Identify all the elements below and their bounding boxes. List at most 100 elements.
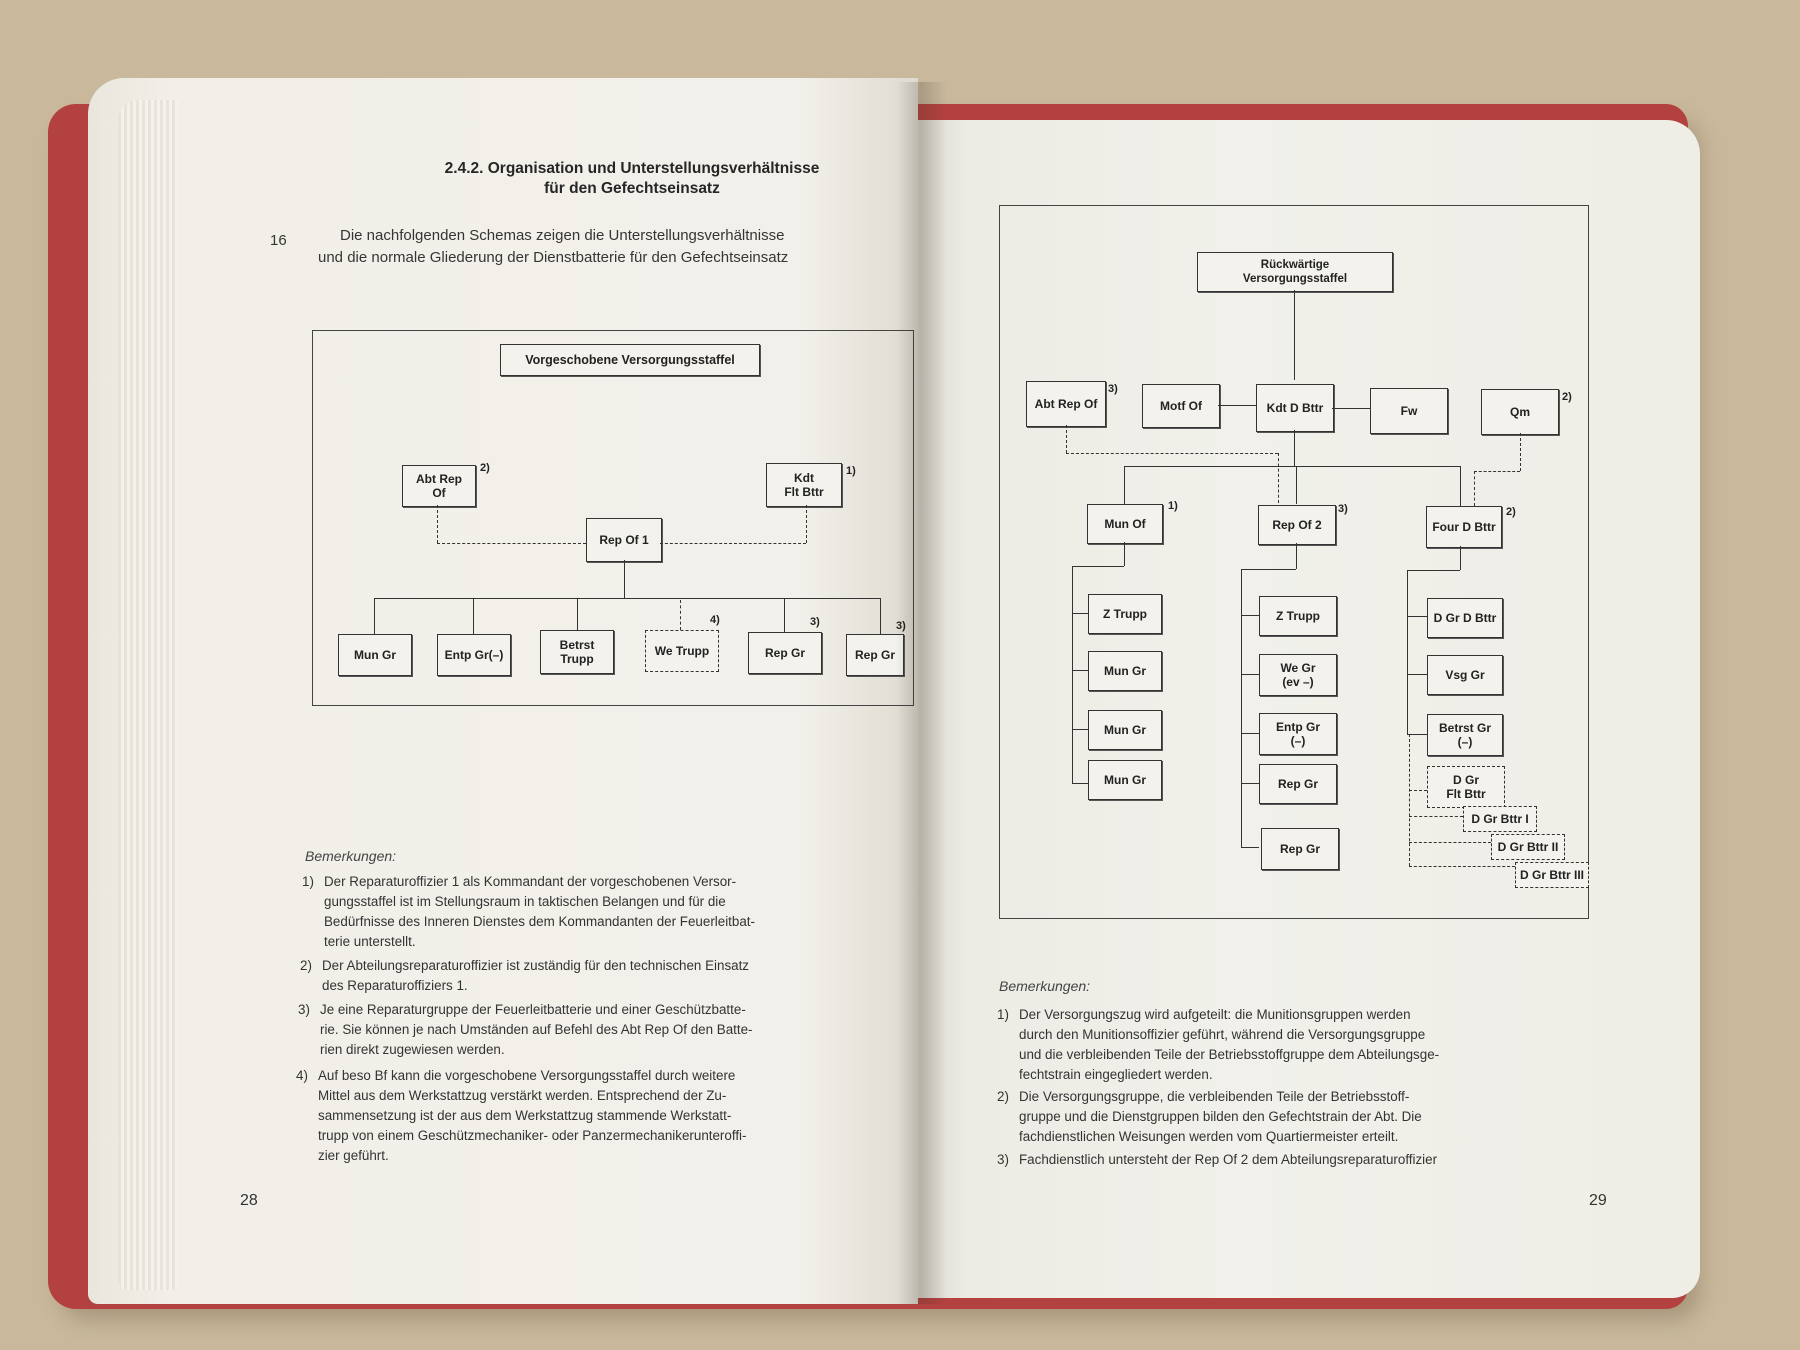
dashed-line: [1409, 790, 1427, 791]
box-label: D Gr: [1452, 773, 1479, 787]
box-label: Flt Bttr: [1446, 787, 1486, 801]
connector-line: [1124, 466, 1125, 504]
connector-line: [374, 598, 880, 599]
box-d-gr-d-bttr: D Gr D Bttr: [1427, 598, 1503, 638]
connector-line: [1407, 570, 1408, 734]
connector-line: [1072, 670, 1088, 671]
box-z-trupp: Z Trupp: [1259, 596, 1337, 636]
remarks-heading: Bemerkungen:: [305, 848, 397, 864]
box-rep-gr: Rep Gr: [1261, 828, 1339, 870]
box-betrst-gr: Betrst Gr (–): [1427, 714, 1503, 756]
box-label: Entp Gr: [1276, 720, 1320, 734]
box-rep-gr: Rep Gr: [748, 632, 822, 674]
connector-line: [1241, 615, 1259, 616]
page-number-right: 29: [1589, 1192, 1607, 1209]
note-line: gungsstaffel ist im Stellungsraum in tak…: [324, 894, 726, 909]
note-line: rien direkt zugewiesen werden.: [320, 1042, 505, 1057]
note-line: und die verbleibenden Teile der Betriebs…: [1019, 1047, 1440, 1062]
box-label: Abt Rep: [416, 472, 462, 486]
box-d-gr-flt-bttr: D Gr Flt Bttr: [1427, 766, 1505, 808]
box-qm: Qm: [1481, 389, 1559, 435]
dashed-line: [1474, 471, 1475, 506]
paragraph-number: 16: [270, 232, 287, 249]
box-label: Betrst Gr: [1438, 721, 1491, 735]
connector-line: [1072, 613, 1088, 614]
note-number: 2): [997, 1089, 1009, 1104]
box-z-trupp: Z Trupp: [1088, 594, 1162, 634]
box-vsg-gr: Vsg Gr: [1427, 655, 1503, 695]
note-line: rie. Sie können je nach Umständen auf Be…: [320, 1022, 753, 1037]
box-label: Betrst: [559, 638, 595, 652]
connector-line: [1124, 466, 1460, 467]
dashed-line: [1409, 842, 1491, 843]
box-d-gr-bttr-ii: D Gr Bttr II: [1491, 834, 1565, 860]
connector-line: [1241, 569, 1242, 847]
page-number-left: 28: [240, 1192, 258, 1209]
note-line: Mittel aus dem Werkstattzug verstärkt we…: [318, 1088, 727, 1103]
note-line: Auf beso Bf kann die vorgeschobene Verso…: [318, 1068, 736, 1083]
note-line: terie unterstellt.: [324, 934, 416, 949]
dashed-line: [1066, 453, 1278, 454]
section-title: 2.4.2. Organisation und Unterstellungsve…: [444, 160, 820, 177]
box-label: Of: [432, 486, 446, 500]
book-gutter: [896, 82, 946, 1304]
connector-line: [1218, 405, 1256, 406]
connector-line: [1241, 569, 1296, 570]
footnote-marker: 3): [896, 620, 906, 632]
box-vorgeschobene-versorgungsstaffel: Vorgeschobene Versorgungsstaffel: [500, 344, 760, 376]
footnote-marker: 3): [1108, 383, 1118, 395]
box-d-gr-bttr-i: D Gr Bttr I: [1463, 806, 1537, 832]
box-mun-of: Mun Of: [1087, 504, 1163, 544]
box-betrst-trupp: Betrst Trupp: [540, 630, 614, 674]
right-page: [918, 120, 1700, 1298]
box-label: Versorgungsstaffel: [1242, 273, 1348, 285]
connector-line: [1241, 783, 1259, 784]
note-number: 4): [296, 1068, 308, 1083]
box-label: (–): [1457, 735, 1473, 749]
footnote-marker: 2): [1562, 391, 1572, 403]
footnote-marker: 3): [810, 616, 820, 628]
connector-line: [784, 598, 785, 632]
note-line: des Reparaturoffiziers 1.: [322, 978, 468, 993]
connector-line: [1072, 783, 1088, 784]
dashed-line: [1409, 816, 1463, 817]
box-abt-rep-of: Abt Rep Of: [402, 465, 476, 507]
box-rueckwaertige-versorgungsstaffel: Rückwärtige Versorgungsstaffel: [1197, 252, 1393, 292]
note-line: Fachdienstlich untersteht der Rep Of 2 d…: [1019, 1152, 1438, 1167]
connector-line: [1241, 733, 1259, 734]
box-rep-gr: Rep Gr: [1259, 764, 1337, 804]
connector-line: [577, 598, 578, 630]
note-line: trupp von einem Geschützmechaniker- oder…: [318, 1128, 747, 1143]
note-line: Der Versorgungszug wird aufgeteilt: die …: [1019, 1007, 1411, 1022]
box-four-d-bttr: Four D Bttr: [1426, 506, 1502, 548]
intro-line-2: und die normale Gliederung der Dienstbat…: [318, 249, 789, 266]
dashed-line: [1278, 453, 1279, 503]
box-we-gr: We Gr (ev –): [1259, 654, 1337, 696]
box-kdt-flt-bttr: Kdt Flt Bttr: [766, 463, 842, 507]
note-number: 2): [300, 958, 312, 973]
box-mun-gr: Mun Gr: [1088, 651, 1162, 691]
box-label: Flt Bttr: [784, 485, 824, 499]
dashed-line: [1409, 734, 1410, 866]
connector-line: [880, 598, 881, 634]
connector-line: [1296, 466, 1297, 504]
box-entp-gr: Entp Gr(–): [437, 634, 511, 676]
dashed-line: [437, 505, 438, 543]
footnote-marker: 1): [846, 465, 856, 477]
connector-line: [1407, 616, 1427, 617]
box-we-trupp: We Trupp: [645, 630, 719, 672]
dashed-line: [1520, 433, 1521, 471]
box-label: (–): [1290, 734, 1306, 748]
box-motf-of: Motf Of: [1142, 384, 1220, 428]
note-line: Der Reparaturoffizier 1 als Kommandant d…: [324, 874, 737, 889]
box-label: Trupp: [560, 652, 594, 666]
box-rep-of-1: Rep Of 1: [586, 518, 662, 562]
connector-line: [1294, 430, 1295, 466]
note-line: gruppe und die Dienstgruppen bilden den …: [1019, 1109, 1422, 1124]
dashed-line: [1066, 425, 1067, 453]
connector-line: [1072, 566, 1073, 784]
dashed-line: [437, 543, 586, 544]
box-mun-gr: Mun Gr: [338, 634, 412, 676]
connector-line: [1332, 408, 1370, 409]
